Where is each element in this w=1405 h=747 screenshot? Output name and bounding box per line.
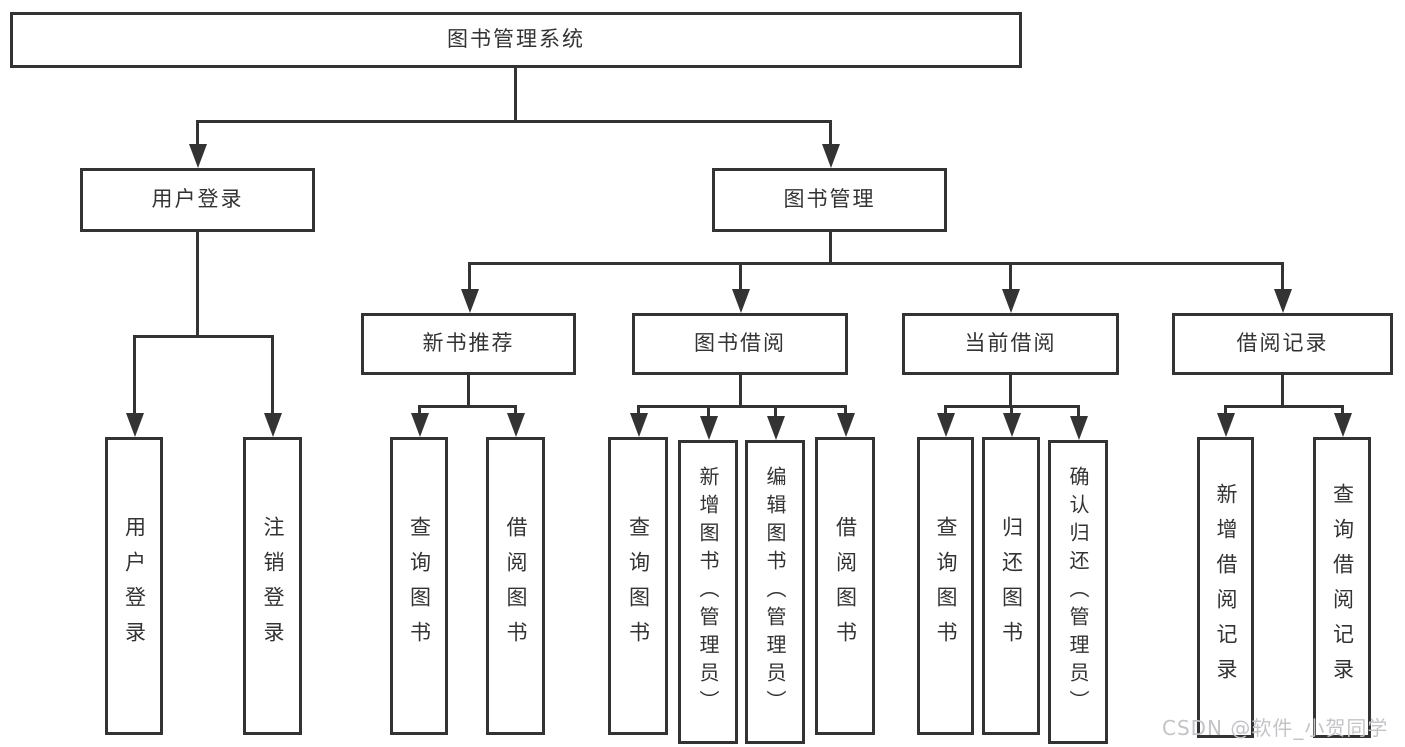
node-book-management: 图书管理	[712, 168, 947, 232]
leaf-add-book-admin: 新增图书（管理员）	[678, 440, 738, 744]
leaf-query-book-3: 查询图书	[917, 437, 974, 735]
arrow-to-book-borrow	[739, 262, 742, 289]
node-user-login: 用户登录	[80, 168, 315, 232]
arrow-to-confirm-return-admin	[1077, 405, 1080, 416]
connector-borrow-records-stem	[1281, 375, 1284, 405]
arrow-to-add-borrow-record	[1224, 405, 1227, 413]
arrow-to-borrow-records	[1281, 262, 1284, 289]
node-current-borrow: 当前借阅	[902, 313, 1119, 375]
connector-new-book-stem	[467, 375, 470, 405]
connector-book-borrow-stem	[739, 375, 742, 405]
arrow-to-current-borrow	[1009, 262, 1012, 289]
leaf-edit-book-admin: 编辑图书（管理员）	[745, 440, 805, 744]
csdn-watermark: CSDN @软件_小贺同学	[1162, 716, 1389, 740]
leaf-return-book: 归还图书	[982, 437, 1040, 735]
connector-current-borrow-stem	[1009, 375, 1012, 405]
arrow-to-add-book-admin	[707, 405, 710, 416]
node-borrow-records: 借阅记录	[1172, 313, 1393, 375]
arrow-to-query-borrow-record	[1341, 405, 1344, 413]
arrow-to-query-book-1	[418, 405, 421, 413]
connector-user-login-split	[133, 335, 274, 338]
node-book-borrow: 图书借阅	[632, 313, 848, 375]
leaf-query-book-1: 查询图书	[390, 437, 448, 735]
connector-book-borrow-split	[637, 405, 847, 408]
leaf-borrow-book-2: 借阅图书	[815, 437, 875, 735]
leaf-borrow-book-1: 借阅图书	[486, 437, 545, 735]
arrow-to-leaf-user-login	[133, 335, 136, 413]
connector-book-management-stem	[829, 232, 832, 262]
arrow-to-query-book-2	[637, 405, 640, 413]
arrow-to-leaf-logout	[271, 335, 274, 413]
arrow-to-book-management	[829, 120, 832, 144]
arrow-to-borrow-book-1	[514, 405, 517, 413]
leaf-confirm-return-admin: 确认归还（管理员）	[1048, 440, 1108, 744]
connector-level3-split	[468, 262, 1284, 265]
arrow-to-return-book	[1010, 405, 1013, 413]
connector-level1-split	[196, 120, 832, 123]
node-library-system: 图书管理系统	[10, 12, 1022, 68]
node-new-book-recommend: 新书推荐	[361, 313, 576, 375]
leaf-query-borrow-record: 查询借阅记录	[1313, 437, 1371, 738]
connector-user-login-stem	[196, 232, 199, 335]
connector-root-stem	[514, 68, 517, 120]
connector-new-book-split	[418, 405, 517, 408]
arrow-to-user-login	[196, 120, 199, 144]
arrow-to-new-book-recommend	[468, 262, 471, 289]
arrow-to-borrow-book-2	[844, 405, 847, 413]
leaf-query-book-2: 查询图书	[608, 437, 668, 735]
leaf-user-login: 用户登录	[105, 437, 163, 735]
leaf-add-borrow-record: 新增借阅记录	[1197, 437, 1254, 738]
arrow-to-edit-book-admin	[774, 405, 777, 416]
connector-borrow-records-split	[1224, 405, 1343, 408]
leaf-logout: 注销登录	[243, 437, 302, 735]
arrow-to-query-book-3	[944, 405, 947, 413]
